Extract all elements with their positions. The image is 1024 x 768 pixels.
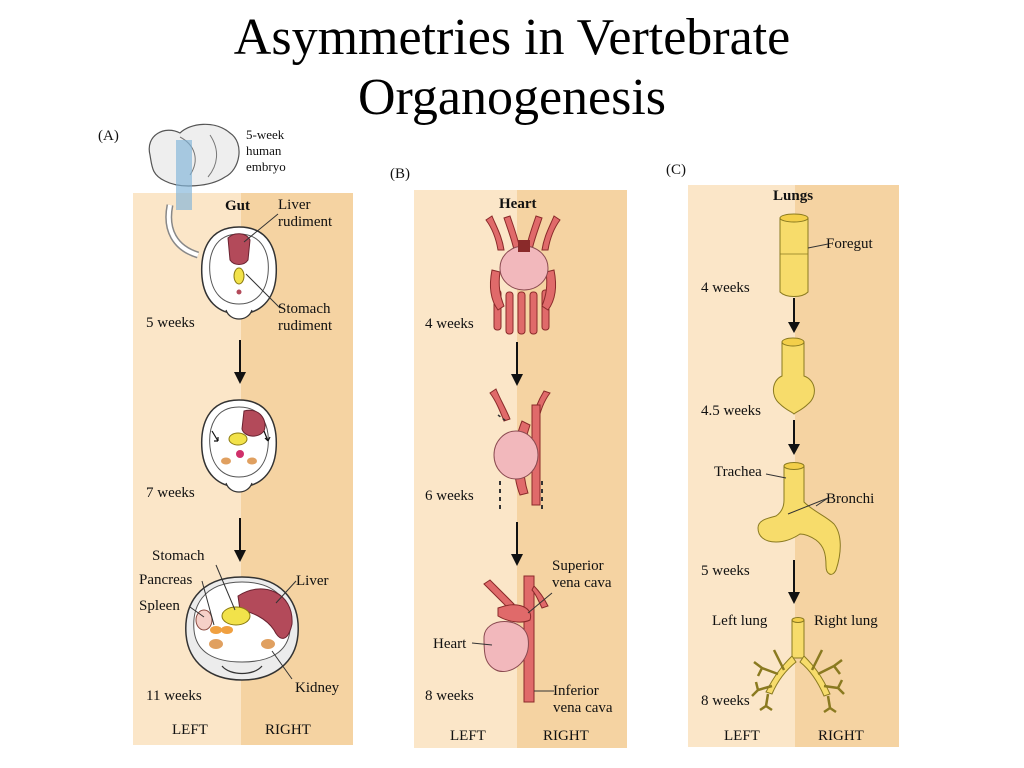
- superior-vena-cava-label: Superior vena cava: [552, 558, 612, 591]
- panel-c-tag: (C): [666, 162, 686, 178]
- embryo-illustration: [148, 123, 240, 210]
- heart-arrow-1: [511, 342, 523, 386]
- heart-stage-6-weeks: 6 weeks: [425, 488, 474, 504]
- heart-heading: Heart: [499, 196, 537, 212]
- lung-stage-4-5-weeks: 4.5 weeks: [701, 403, 761, 419]
- gut-arrow-1: [234, 340, 246, 384]
- lung-stage-5-weeks: 5 weeks: [701, 563, 750, 579]
- lung-left-label: LEFT: [724, 728, 760, 744]
- heart-8w-leader-lines: [471, 592, 554, 692]
- lung-4-5-weeks: [773, 337, 815, 415]
- heart-arrow-2: [511, 522, 523, 566]
- heart-left-label: LEFT: [450, 728, 486, 744]
- trachea-label: Trachea: [714, 464, 762, 480]
- lung-stage-8-weeks: 8 weeks: [701, 693, 750, 709]
- foregut-leader: [807, 243, 829, 249]
- pancreas-label: Pancreas: [139, 572, 193, 588]
- heart-right-label: RIGHT: [543, 728, 589, 744]
- heart-6-weeks: [489, 388, 551, 511]
- liver-label: Liver: [296, 573, 329, 589]
- right-lung-label: Right lung: [814, 613, 878, 629]
- left-lung-label: Left lung: [712, 613, 768, 629]
- foregut-label: Foregut: [826, 236, 873, 252]
- inferior-vena-cava-label: Inferior vena cava: [553, 683, 613, 716]
- gut-section-5-weeks: [200, 226, 278, 320]
- stomach-leader-line: [245, 273, 281, 309]
- liver-leader-line: [243, 213, 279, 243]
- gut-right-label: RIGHT: [265, 722, 311, 738]
- lungs-heading: Lungs: [773, 188, 814, 204]
- title-line-2: Organogenesis: [357, 69, 667, 126]
- gut-heading: Gut: [225, 198, 251, 214]
- gut-section-11-weeks: [185, 576, 299, 681]
- slide-title: Asymmetries in Vertebrate Organogenesis: [0, 8, 1024, 128]
- heart-4-weeks: [485, 215, 561, 335]
- embryo-label: 5-week human embryo: [246, 127, 286, 174]
- panel-c-right-half: [795, 185, 899, 747]
- lung-arrow-1: [788, 298, 800, 333]
- heart-label: Heart: [433, 636, 467, 652]
- stomach-label: Stomach: [152, 548, 205, 564]
- kidney-label: Kidney: [295, 680, 340, 696]
- gut-section-7-weeks: [200, 399, 278, 493]
- gut-arrow-2: [234, 518, 246, 562]
- gut-left-label: LEFT: [172, 722, 208, 738]
- lung-arrow-2: [788, 420, 800, 455]
- lung-stage-4-weeks: 4 weeks: [701, 280, 750, 296]
- lung-5w-leader-lines: [765, 473, 829, 515]
- spleen-label: Spleen: [139, 598, 180, 614]
- panel-b-tag: (B): [390, 166, 410, 182]
- embryo-to-section-arrow: [165, 204, 200, 259]
- lung-right-label: RIGHT: [818, 728, 864, 744]
- heart-8-weeks: [483, 575, 549, 703]
- heart-stage-8-weeks: 8 weeks: [425, 688, 474, 704]
- lung-5-weeks: [757, 462, 841, 575]
- gut-stage-7-weeks: 7 weeks: [146, 485, 195, 501]
- liver-rudiment-label: Liver rudiment: [278, 197, 333, 230]
- gut-11w-leader-lines: [189, 564, 297, 680]
- lung-arrow-3: [788, 560, 800, 604]
- panel-c-left-half: [688, 185, 795, 747]
- stomach-rudiment-label: Stomach rudiment: [278, 301, 333, 334]
- bronchi-label: Bronchi: [826, 491, 875, 507]
- gut-stage-5-weeks: 5 weeks: [146, 315, 195, 331]
- lung-8-weeks: [751, 617, 845, 714]
- lung-4-weeks: [779, 213, 809, 297]
- heart-stage-4-weeks: 4 weeks: [425, 316, 474, 332]
- title-line-1: Asymmetries in Vertebrate: [233, 9, 791, 66]
- panel-a-tag: (A): [98, 128, 119, 144]
- gut-stage-11-weeks: 11 weeks: [146, 688, 202, 704]
